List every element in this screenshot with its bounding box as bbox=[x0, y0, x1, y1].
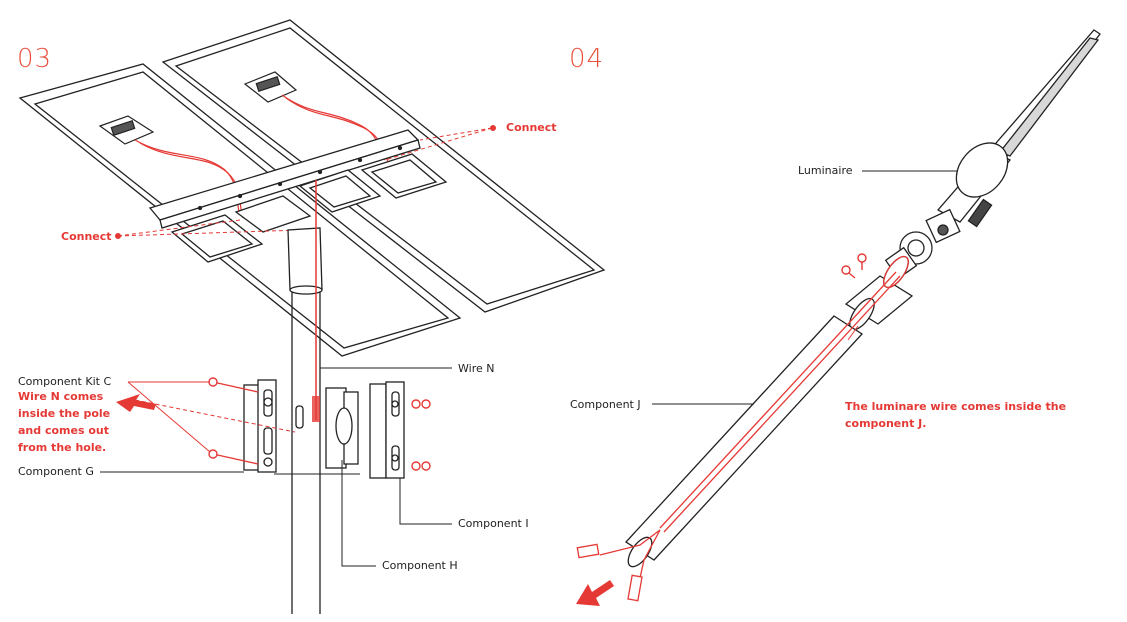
mounting-rail bbox=[148, 129, 421, 229]
component-i-plate bbox=[369, 381, 405, 479]
wire-out-arrow bbox=[116, 394, 156, 412]
wire-direction-arrow bbox=[576, 580, 614, 606]
leaders-step4-red bbox=[847, 325, 859, 341]
bracket-plates bbox=[170, 153, 448, 263]
component-g-clamp bbox=[243, 379, 277, 473]
junction-box-right bbox=[243, 71, 298, 103]
nuts bbox=[411, 399, 431, 471]
luminaire-note-line-2: component J. bbox=[845, 417, 927, 430]
wire-n-label: Wire N bbox=[458, 362, 495, 375]
luminaire-label: Luminaire bbox=[798, 164, 853, 177]
component-h-label: Component H bbox=[382, 559, 458, 572]
solar-panel-left bbox=[18, 63, 462, 357]
luminaire-wire-note: The luminare wire comes inside the compo… bbox=[845, 398, 1066, 432]
component-h-clamp bbox=[325, 387, 359, 469]
component-g-label: Component G bbox=[18, 465, 94, 478]
step-number-04: 04 bbox=[569, 44, 605, 74]
wire-n-note-line-2: inside the pole bbox=[18, 407, 111, 420]
connect-leaders bbox=[117, 127, 493, 237]
wire-n-note: Wire N comes inside the pole and comes o… bbox=[18, 388, 110, 456]
wire-n-note-line-1: Wire N comes bbox=[18, 390, 104, 403]
luminaire-note-line-1: The luminare wire comes inside the bbox=[845, 400, 1067, 413]
wire-n-note-line-4: from the hole. bbox=[18, 441, 107, 454]
connect-label-left: Connect bbox=[61, 230, 112, 243]
luminaire-screws bbox=[841, 253, 867, 279]
step-number-03: 03 bbox=[17, 44, 53, 74]
leaders-step3 bbox=[100, 367, 452, 567]
component-j-label: Component J bbox=[570, 398, 641, 411]
luminaire-wire bbox=[576, 255, 909, 602]
connect-label-top: Connect bbox=[506, 121, 557, 134]
solar-panel-right bbox=[161, 19, 606, 313]
leaders-step4 bbox=[652, 170, 958, 405]
junction-box-left bbox=[98, 115, 155, 145]
wire-n-note-line-3: and comes out bbox=[18, 424, 109, 437]
luminaire-head bbox=[884, 29, 1101, 280]
kit-c-leaders bbox=[127, 381, 296, 453]
component-i-label: Component I bbox=[458, 517, 529, 530]
pole-step3 bbox=[287, 227, 323, 614]
component-kit-c-label: Component Kit C bbox=[18, 375, 112, 388]
